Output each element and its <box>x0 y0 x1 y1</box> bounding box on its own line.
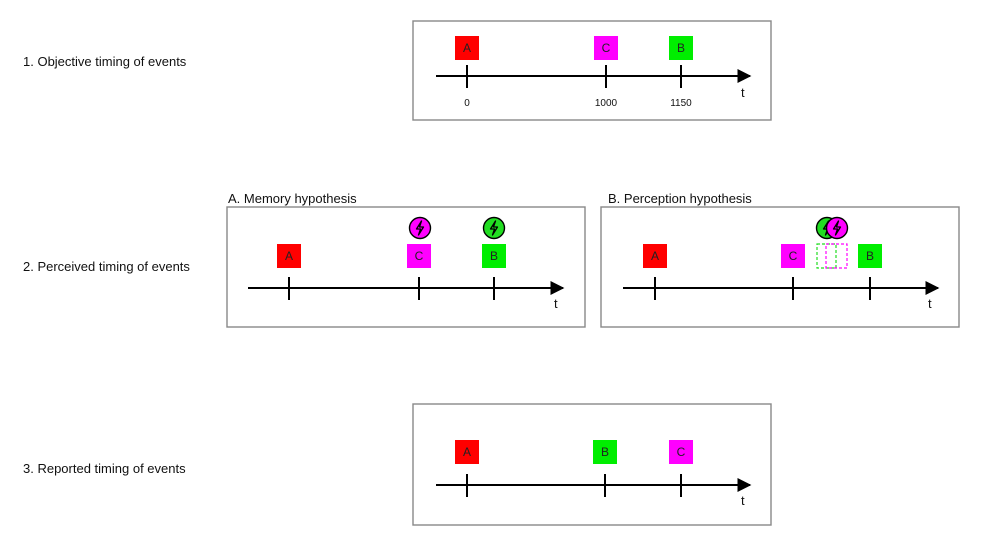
perception-hypothesis-panel: t A C B <box>600 206 960 328</box>
event-box-b: B <box>482 244 506 268</box>
event-box-a: A <box>455 36 479 60</box>
axis-symbol: t <box>741 85 745 100</box>
event-box-b: B <box>669 36 693 60</box>
svg-text:A: A <box>463 445 471 459</box>
lightning-bolt-icon <box>482 216 506 240</box>
svg-text:C: C <box>602 41 611 55</box>
svg-text:B: B <box>866 249 874 263</box>
ghost-box-magenta <box>825 243 848 269</box>
event-box-b: B <box>858 244 882 268</box>
event-box-a: A <box>277 244 301 268</box>
lightning-bolt-icon <box>408 216 432 240</box>
svg-text:C: C <box>677 445 686 459</box>
panel-frame <box>600 206 960 328</box>
event-box-a: A <box>455 440 479 464</box>
row-label-objective: 1. Objective timing of events <box>23 54 187 69</box>
reported-timeline-panel: t A B C <box>412 403 772 526</box>
svg-text:A: A <box>463 41 471 55</box>
objective-timeline-panel: t A C B 0 1000 1150 <box>412 20 772 121</box>
panel-frame <box>412 403 772 526</box>
perception-hypothesis-title: B. Perception hypothesis <box>608 191 752 206</box>
svg-text:B: B <box>601 445 609 459</box>
memory-hypothesis-panel: t A C B <box>226 206 586 328</box>
event-box-c: C <box>594 36 618 60</box>
tick-label-1000: 1000 <box>595 98 618 109</box>
event-box-c: C <box>781 244 805 268</box>
row-label-reported: 3. Reported timing of events <box>23 461 186 476</box>
event-box-c: C <box>407 244 431 268</box>
tick-label-1150: 1150 <box>670 98 692 109</box>
svg-text:B: B <box>490 249 498 263</box>
svg-text:B: B <box>677 41 685 55</box>
axis-symbol: t <box>554 296 558 311</box>
svg-text:C: C <box>789 249 798 263</box>
svg-text:C: C <box>415 249 424 263</box>
row-label-perceived: 2. Perceived timing of events <box>23 259 190 274</box>
panel-frame <box>226 206 586 328</box>
panel-frame <box>412 20 772 121</box>
tick-label-0: 0 <box>464 98 470 109</box>
memory-hypothesis-title: A. Memory hypothesis <box>228 191 357 206</box>
svg-text:A: A <box>651 249 659 263</box>
lightning-bolt-icon <box>825 216 849 240</box>
axis-symbol: t <box>741 493 745 508</box>
event-box-a: A <box>643 244 667 268</box>
axis-symbol: t <box>928 296 932 311</box>
event-box-b: B <box>593 440 617 464</box>
event-box-c: C <box>669 440 693 464</box>
svg-text:A: A <box>285 249 293 263</box>
